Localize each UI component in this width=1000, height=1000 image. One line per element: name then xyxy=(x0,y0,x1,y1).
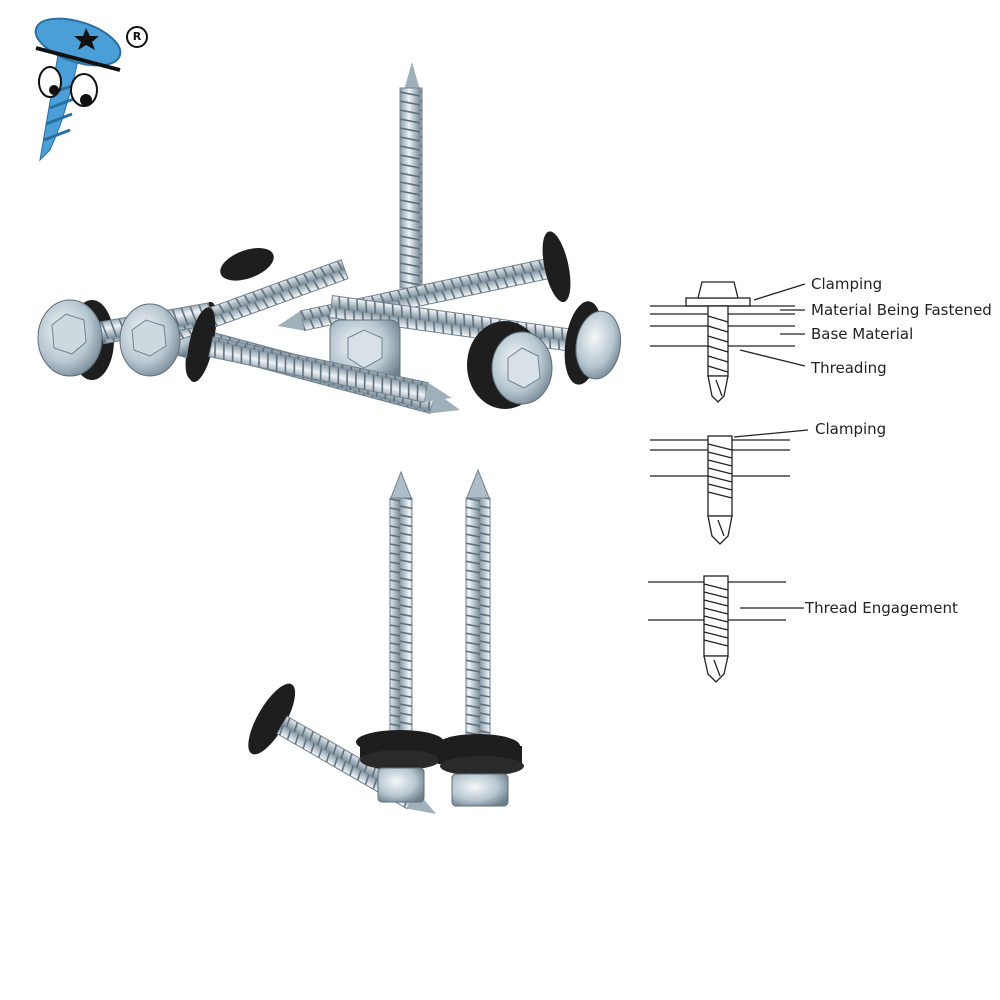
screw-upright-2 xyxy=(436,468,524,807)
screw-head-front-right xyxy=(467,321,553,409)
cartoon-screw-mascot-icon xyxy=(34,17,122,162)
label-base-material: Base Material xyxy=(811,325,914,343)
label-clamping-2: Clamping xyxy=(815,420,887,438)
label-threading: Threading xyxy=(811,359,887,377)
screw-lower xyxy=(187,307,452,403)
screw-head-mid-left xyxy=(119,303,181,377)
diagram-thread-engagement xyxy=(648,575,804,683)
diagram-clamping-full xyxy=(650,281,806,403)
label-material-fastened: Material Being Fastened xyxy=(811,301,992,319)
registered-trademark-icon: R xyxy=(126,26,148,48)
logo xyxy=(34,17,122,162)
screw-upright-1 xyxy=(356,470,444,803)
label-thread-engagement: Thread Engagement xyxy=(805,599,958,617)
screw-pile xyxy=(37,62,622,414)
label-clamping-1: Clamping xyxy=(811,275,883,293)
diagram-clamping-partial xyxy=(650,429,809,545)
screw-group-bottom xyxy=(248,468,524,815)
